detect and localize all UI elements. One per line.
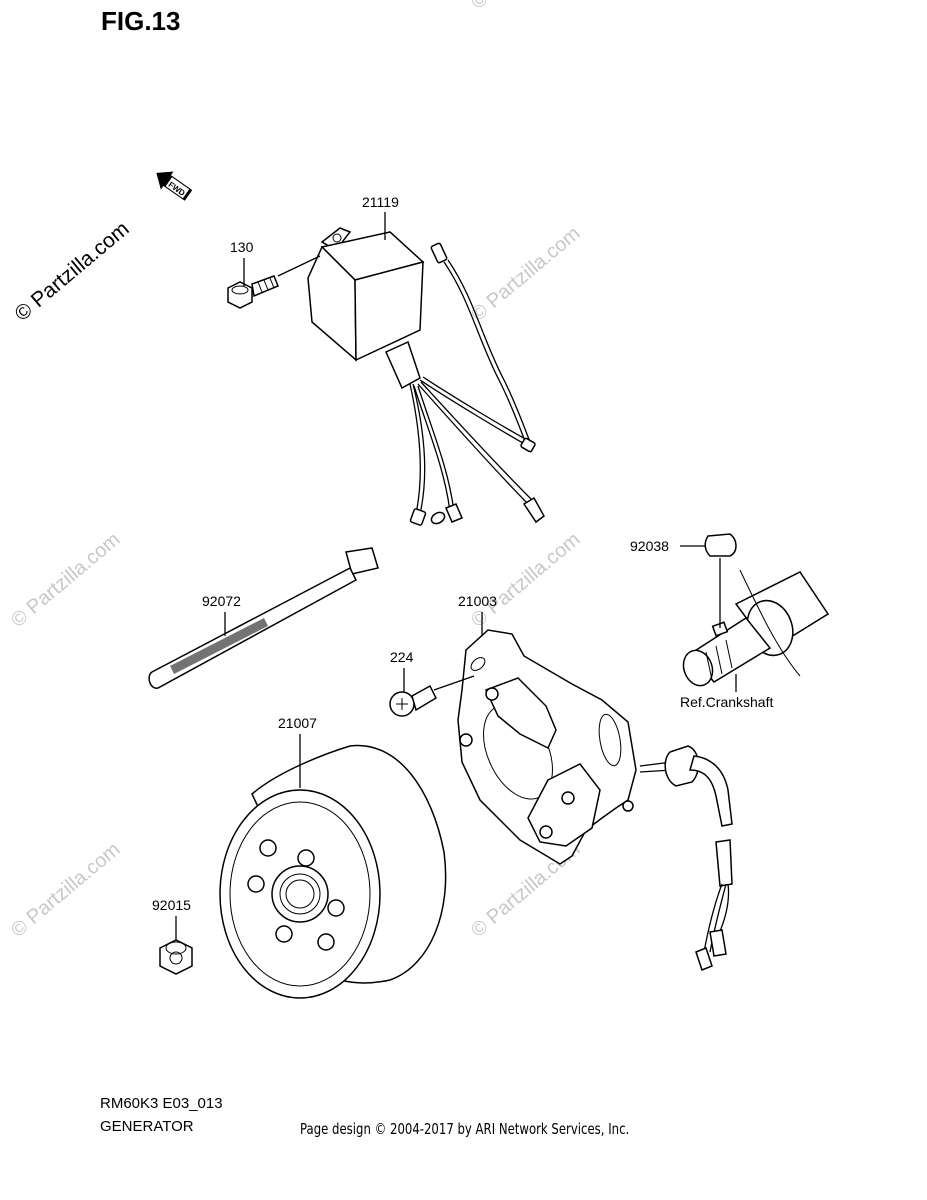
part-number-21007[interactable]: 21007 <box>278 715 317 731</box>
flywheel-rotor[interactable] <box>219 744 447 999</box>
stator-plate[interactable] <box>457 629 733 971</box>
nut-92015[interactable] <box>159 939 193 975</box>
reference-crankshaft-label: Ref.Crankshaft <box>680 694 773 710</box>
screw-224[interactable] <box>389 684 437 717</box>
footer-model-code: RM60K3 E03_013 <box>100 1095 223 1112</box>
fwd-arrow-icon: FWD <box>156 171 193 201</box>
part-number-130[interactable]: 130 <box>230 239 254 255</box>
part-number-224[interactable]: 224 <box>390 649 414 665</box>
footer-credit: Page design © 2004-2017 by ARI Network S… <box>300 1120 630 1138</box>
cable-tie[interactable] <box>148 547 379 689</box>
watermark-main: © Partzilla.com <box>10 217 133 326</box>
watermark-text: © Partzilla.com <box>467 528 584 631</box>
part-number-21003[interactable]: 21003 <box>458 593 497 609</box>
watermark-text: © Partzilla.com <box>467 222 584 325</box>
cdi-unit[interactable] <box>307 227 545 526</box>
leader-lines <box>175 212 737 940</box>
part-number-labels: 21119 130 92072 21003 224 92038 Ref.Cran… <box>152 194 773 913</box>
crankshaft-reference <box>682 569 830 687</box>
woodruff-key[interactable] <box>704 533 737 557</box>
watermark-text: © Partzilla.com <box>7 528 124 631</box>
watermark-text: © Partzilla.com <box>467 0 584 14</box>
part-number-92038[interactable]: 92038 <box>630 538 669 554</box>
bolt-130[interactable] <box>227 275 279 309</box>
figure-title: FIG.13 <box>101 6 181 36</box>
part-number-92072[interactable]: 92072 <box>202 593 241 609</box>
footer-section-name: GENERATOR <box>100 1118 194 1135</box>
watermark-text: © Partzilla.com <box>7 838 124 941</box>
part-number-92015[interactable]: 92015 <box>152 897 191 913</box>
part-number-21119[interactable]: 21119 <box>362 194 399 210</box>
